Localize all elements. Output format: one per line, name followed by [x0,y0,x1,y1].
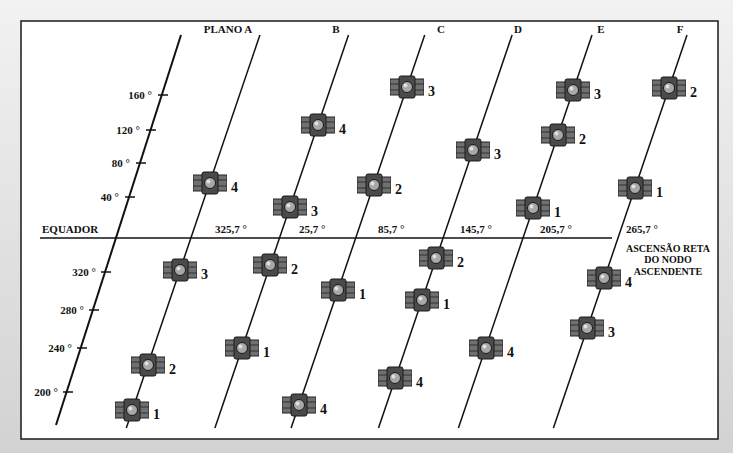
satellite-icon [253,254,287,276]
satellite-number: 4 [320,403,327,417]
satellite-number: 2 [690,86,697,100]
satellite-icon [131,354,165,376]
satellite-number: 1 [359,288,366,302]
satellite-number: 2 [291,263,298,277]
satellite-icon [516,197,550,219]
angle-label: 80 ° [112,158,130,169]
satellite-number: 3 [428,85,435,99]
satellite-number: 3 [201,268,208,282]
angle-label: 240 ° [48,343,72,354]
satellite-icon [652,77,686,99]
angle-label: 200 ° [34,387,58,398]
satellite-number: 4 [416,376,423,390]
satellite-number: 1 [443,298,450,312]
axis-title: ASCENSÃO RETA DO NODO ASCENDENTE [622,243,714,278]
satellite-icon [587,267,621,289]
satellite-number: 1 [656,186,663,200]
satellite-number: 4 [625,276,632,290]
equator-line [40,237,612,239]
satellite-icon [419,247,453,269]
plane-label: B [332,24,339,35]
satellite-number: 3 [494,148,501,162]
satellite-number: 3 [311,205,318,219]
satellite-number: 3 [594,88,601,102]
satellite-number: 2 [457,256,464,270]
satellite-icon [556,79,590,101]
satellite-icon [115,399,149,421]
axis-ticks [63,95,168,392]
satellite-icon [282,394,316,416]
plane-label: C [437,24,445,35]
satellite-icon [357,174,391,196]
ascension-value: 265,7 ° [626,224,658,235]
angle-label: 280 ° [60,305,84,316]
satellite-icon [390,76,424,98]
equator-label: EQUADOR [42,224,98,235]
satellite-icon [469,337,503,359]
ascension-value: 25,7 ° [299,224,325,235]
ascension-value: 205,7 ° [540,224,572,235]
plane-label: E [597,24,604,35]
satellite-icon [193,172,227,194]
ascension-value: 325,7 ° [215,224,247,235]
plane-label: PLANO A [204,24,253,35]
satellite-icon [273,196,307,218]
satellite-number: 4 [231,181,238,195]
satellite-icon [378,367,412,389]
angle-label: 320 ° [72,267,96,278]
satellite-icon [570,317,604,339]
ascension-value: 145,7 ° [460,224,492,235]
angle-label: 120 ° [116,125,140,136]
orbital-planes [126,35,687,428]
plane-label: D [514,24,522,35]
plane-label: F [677,24,684,35]
satellite-number: 2 [579,133,586,147]
satellite-number: 2 [169,363,176,377]
satellite-icon [541,124,575,146]
panel [21,21,718,439]
satellite-number: 4 [507,346,514,360]
satellite-icon [618,177,652,199]
satellite-number: 1 [554,206,561,220]
satellite-icon [405,289,439,311]
angle-label: 160 ° [128,90,152,101]
satellite-number: 1 [263,346,270,360]
satellite-number: 4 [339,123,346,137]
satellites [115,76,686,421]
angle-label: 40 ° [101,192,119,203]
satellite-number: 2 [395,183,402,197]
satellite-icon [321,279,355,301]
satellite-icon [301,114,335,136]
satellite-number: 3 [608,326,615,340]
satellite-number: 1 [153,408,160,422]
satellite-icon [163,259,197,281]
satellite-icon [225,337,259,359]
satellite-icon [456,139,490,161]
ascension-value: 85,7 ° [378,224,404,235]
